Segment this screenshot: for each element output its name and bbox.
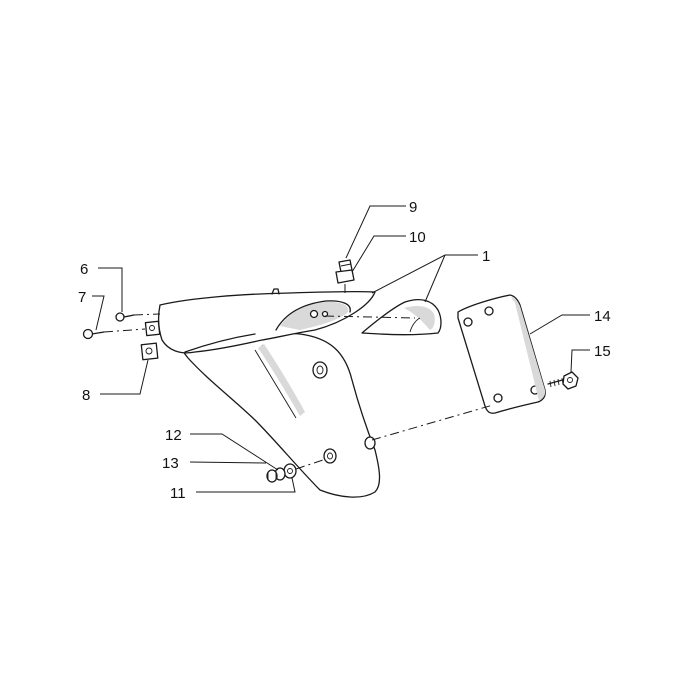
clip-10-body <box>335 269 355 284</box>
bracket-near-7 <box>144 320 161 337</box>
plate-hole-bl <box>493 393 503 403</box>
callout-13: 13 <box>162 455 179 472</box>
bracket-square <box>144 320 161 337</box>
fender-flare-edge <box>184 333 256 353</box>
plate-hole-tr <box>484 306 494 316</box>
fender-hole-plate <box>364 436 376 450</box>
bracket-square-hole <box>149 325 155 331</box>
fender-top-stud <box>271 288 280 295</box>
plate-hole-tl <box>463 317 473 327</box>
leader-8 <box>100 359 149 395</box>
fender-rib-shade <box>258 344 305 416</box>
tail-light-lens <box>361 299 442 336</box>
leader-15 <box>570 349 590 373</box>
lens-inner-edge <box>409 317 421 333</box>
callout-14: 14 <box>594 308 611 325</box>
callout-6: 6 <box>80 261 88 278</box>
leader-12 <box>190 433 279 471</box>
axis-plate <box>371 404 494 441</box>
assembly-lines <box>103 284 494 470</box>
nut-8 <box>140 342 159 361</box>
leader-lines <box>92 205 590 493</box>
leader-10 <box>351 235 406 273</box>
nut-13-detail <box>267 471 277 480</box>
washers-11-12-13 <box>266 463 297 483</box>
screw-15-thread <box>549 377 564 388</box>
callout-7: 7 <box>78 289 86 306</box>
nut-9 <box>338 259 353 273</box>
leader-7 <box>92 295 105 331</box>
axis-screw-7 <box>103 328 146 333</box>
fender-hole-upper <box>312 361 328 379</box>
axis-washers <box>295 458 327 470</box>
fender-hole-lower-inner <box>327 452 333 460</box>
cowl-hole <box>309 309 319 319</box>
leader-6 <box>98 267 123 312</box>
clip-10 <box>335 269 355 284</box>
leader-1a <box>371 254 478 294</box>
screw-7 <box>82 328 105 340</box>
callout-11: 11 <box>170 485 186 502</box>
callout-10: 10 <box>409 229 426 246</box>
nut-13 <box>266 469 278 483</box>
screw-15-head <box>562 371 579 390</box>
nut-9-top <box>340 263 352 267</box>
screw-7-shank <box>91 331 105 335</box>
screw-15-head-center <box>567 377 573 383</box>
callout-15: 15 <box>594 343 611 360</box>
callout-9: 9 <box>409 199 417 216</box>
callout-labels: 1 6 7 8 9 10 11 12 13 14 15 <box>78 199 611 502</box>
screw-6-shank <box>123 314 135 318</box>
plate-edge-shade <box>511 297 546 401</box>
screw-6-head <box>115 312 125 322</box>
fender-rib-2 <box>254 349 297 419</box>
leader-13 <box>189 461 267 464</box>
screw-7-head <box>82 328 94 340</box>
nut-8-hole <box>145 347 153 355</box>
rear-fender <box>158 288 381 498</box>
cowl-recess-edge <box>275 300 351 331</box>
nut-8-body <box>140 342 159 361</box>
leader-11 <box>196 477 296 493</box>
callout-1: 1 <box>482 248 490 265</box>
callout-12: 12 <box>165 427 182 444</box>
fender-hole-lower <box>323 448 337 464</box>
screw-6 <box>115 312 135 322</box>
license-plate <box>457 294 546 414</box>
callout-8: 8 <box>82 387 90 404</box>
axis-screw-6 <box>133 313 161 316</box>
washer-11 <box>283 463 297 479</box>
fender-hole-upper-inner <box>316 365 324 375</box>
leader-14 <box>529 314 590 335</box>
axis-lens <box>324 315 416 319</box>
leader-1b <box>424 254 446 303</box>
screw-15 <box>547 371 579 390</box>
washer-11-hole <box>287 468 293 474</box>
leader-9 <box>345 205 406 259</box>
